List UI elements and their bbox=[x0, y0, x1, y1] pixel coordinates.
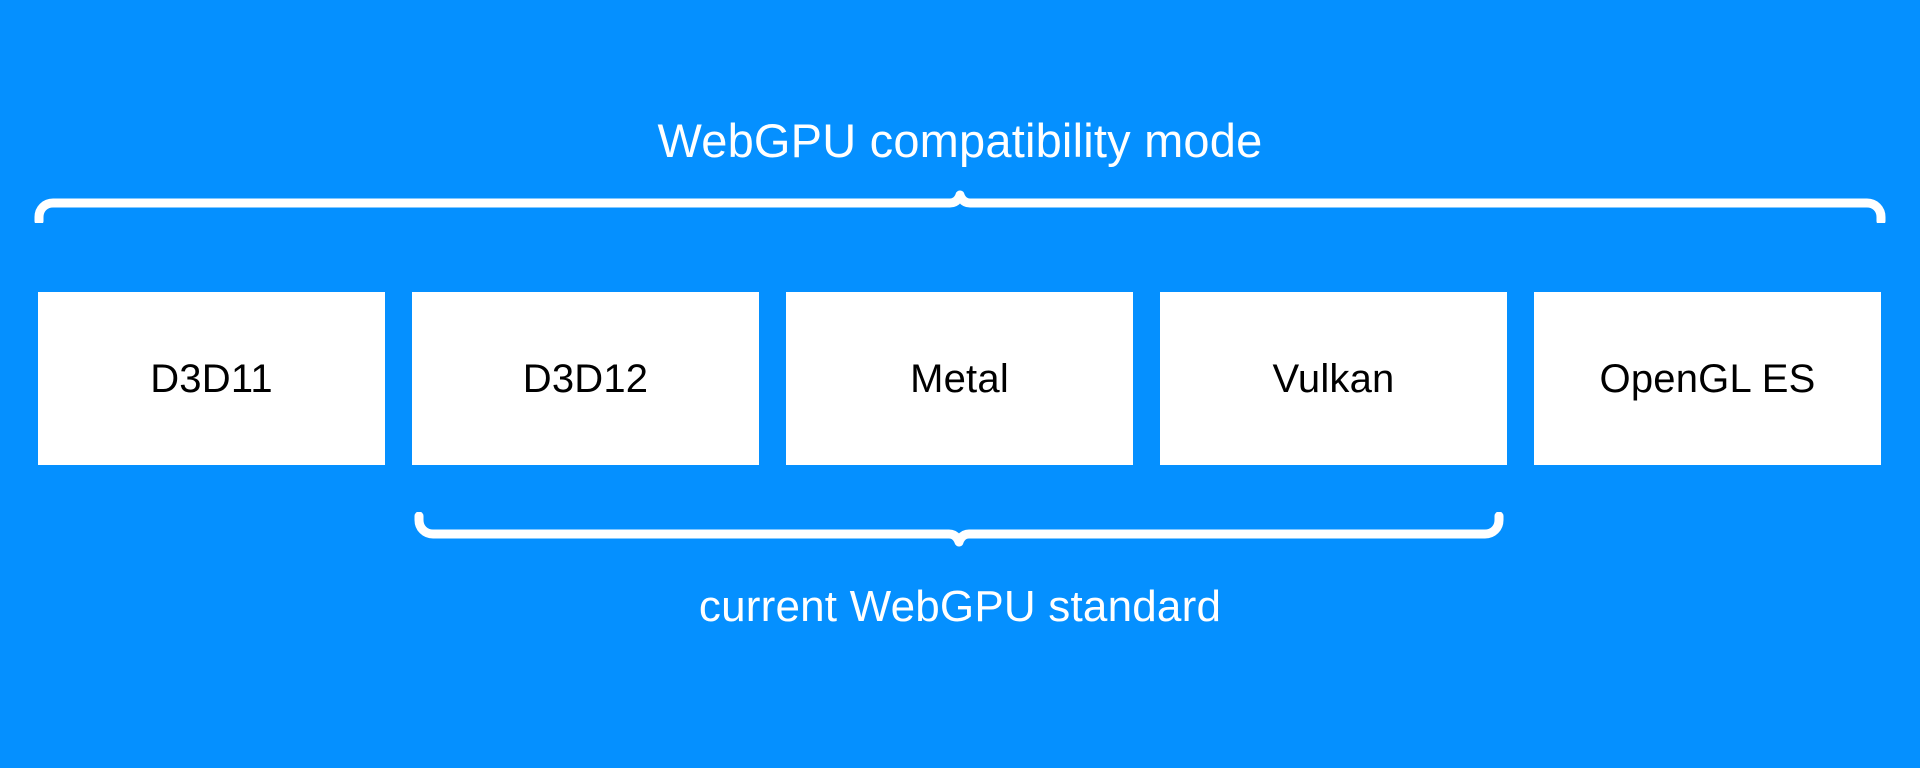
api-box-vulkan[interactable]: Vulkan bbox=[1160, 292, 1507, 465]
top-brace-label: WebGPU compatibility mode bbox=[657, 114, 1263, 167]
api-box-label: D3D12 bbox=[522, 356, 649, 401]
api-box-label: D3D11 bbox=[150, 356, 273, 401]
api-box-d3d12[interactable]: D3D12 bbox=[412, 292, 759, 465]
api-box-label: Metal bbox=[910, 356, 1009, 401]
api-box-label: Vulkan bbox=[1272, 356, 1395, 401]
bottom-curly-brace-icon bbox=[414, 512, 1504, 547]
graphics-api-box-row: D3D11 D3D12 Metal Vulkan OpenGL ES bbox=[38, 292, 1881, 465]
bottom-brace-label: current WebGPU standard bbox=[698, 582, 1222, 631]
top-curly-brace-icon bbox=[34, 190, 1886, 223]
api-box-opengl-es[interactable]: OpenGL ES bbox=[1534, 292, 1881, 465]
api-box-label: OpenGL ES bbox=[1599, 356, 1816, 401]
api-box-metal[interactable]: Metal bbox=[786, 292, 1133, 465]
api-box-d3d11[interactable]: D3D11 bbox=[38, 292, 385, 465]
